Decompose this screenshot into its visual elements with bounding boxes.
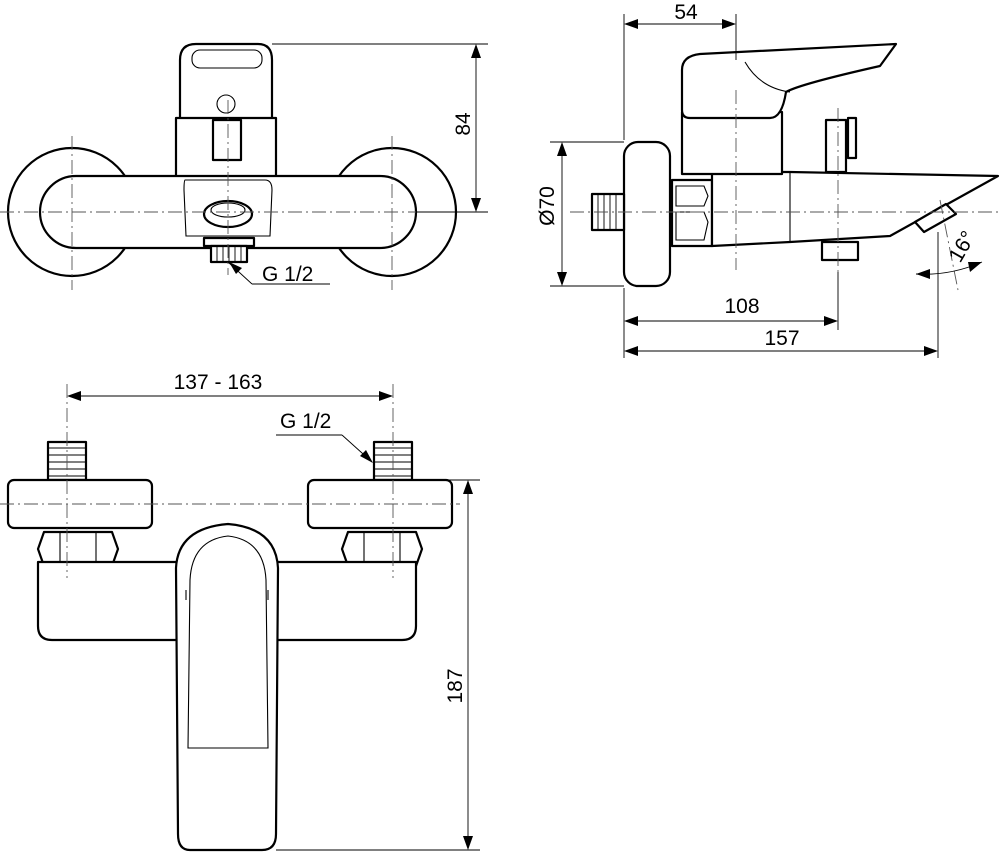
side-wall-flange [622,140,672,288]
top-thread-callout: G 1/2 [276,410,373,463]
side-diameter-dimension: Ø70 [536,141,624,287]
side-diameter-label: Ø70 [536,186,559,226]
side-view: 54 Ø70 108 157 16 [536,1,1000,358]
top-centerlines [0,384,460,578]
front-height-label: 84 [452,112,475,136]
side-reach-total-label: 157 [764,327,799,350]
front-view: 84 G 1/2 [0,42,488,290]
front-centerlines [0,100,460,290]
front-height-dimension: 84 [272,43,488,213]
front-lever-handle [174,42,278,180]
front-outlet-thread [202,236,256,264]
top-thread-label: G 1/2 [280,410,331,433]
side-reach-inner-label: 108 [724,295,759,318]
top-width-dimension: 137 - 163 [67,371,393,401]
top-body [36,560,418,642]
top-right-flange [306,478,454,530]
side-hose-connector [820,116,860,262]
top-depth-dimension: 187 [276,479,480,851]
top-width-label: 137 - 163 [174,371,263,394]
side-lever-label: 54 [674,1,698,24]
side-lever-dimension: 54 [623,1,737,140]
top-lever-handle [174,522,280,852]
top-depth-label: 187 [444,668,467,703]
side-hex-nut [670,178,714,248]
top-view: 137 - 163 G 1/2 187 [0,371,480,852]
side-reach-inner-dimension: 108 [623,272,839,358]
side-angle-label: 16° [944,227,980,266]
front-thread-callout: G 1/2 [227,261,330,286]
side-reach-total-dimension: 157 [624,232,939,358]
front-thread-label: G 1/2 [262,263,313,286]
side-centerlines [570,90,1000,291]
side-body-spout [710,170,1000,248]
side-lever-handle [680,42,898,176]
side-angle-dimension: 16° [915,227,983,279]
